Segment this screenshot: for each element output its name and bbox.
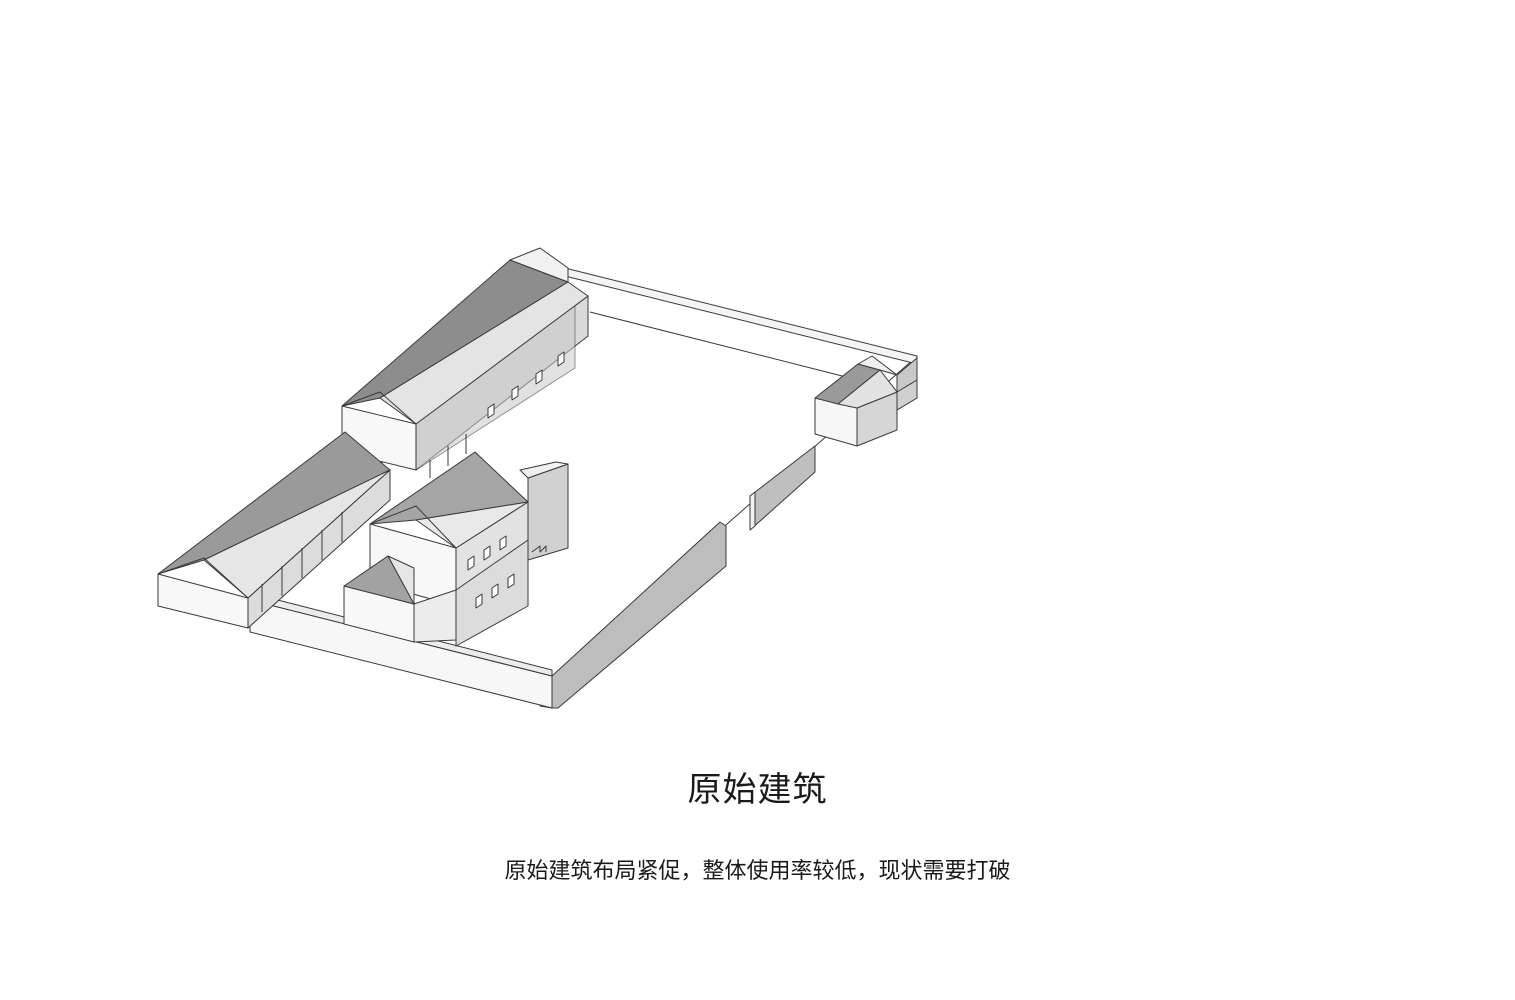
west-long-building [157, 431, 391, 629]
middle-two-storey-building [343, 451, 569, 647]
east-wall-upper [749, 445, 816, 531]
north-long-building [341, 247, 589, 478]
small-gatehouse [814, 355, 918, 447]
caption-description: 原始建筑布局紧促，整体使用率较低，现状需要打破 [504, 859, 1011, 884]
caption-title: 原始建筑 [687, 770, 828, 810]
